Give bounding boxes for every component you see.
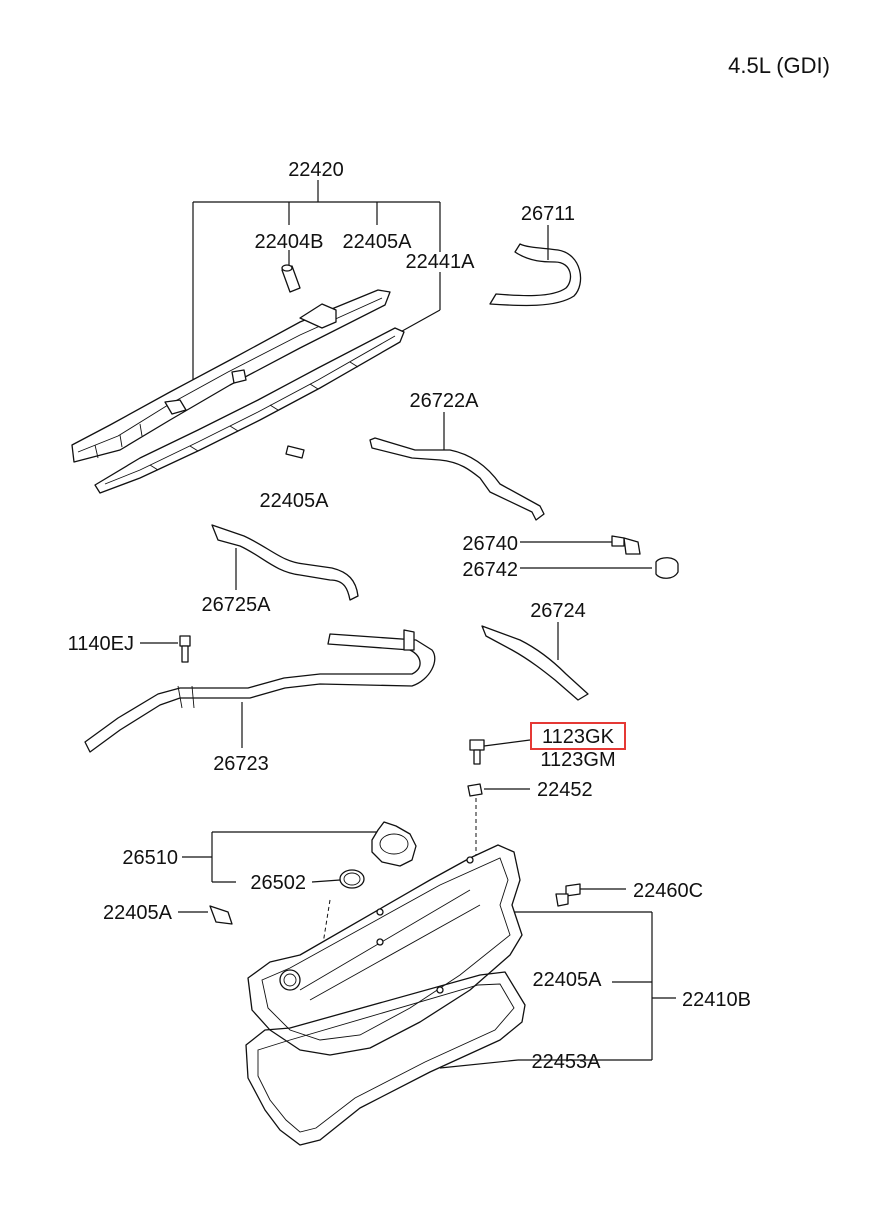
label-22405A-left[interactable]: 22405A <box>103 902 173 924</box>
label-1140EJ[interactable]: 1140EJ <box>68 633 134 655</box>
label-26722A[interactable]: 26722A <box>410 390 480 412</box>
bolt-1140EJ-part <box>140 635 191 663</box>
pin-22405A-left-part <box>178 905 233 925</box>
bolt-1123GK-part <box>469 739 531 765</box>
label-26711[interactable]: 26711 <box>521 203 575 225</box>
label-22441A[interactable]: 22441A <box>406 251 476 273</box>
label-22460C[interactable]: 22460C <box>633 880 703 902</box>
label-22404B[interactable]: 22404B <box>255 231 324 253</box>
label-26502[interactable]: 26502 <box>250 872 306 894</box>
baffle-plate-part <box>94 327 405 494</box>
label-22405A-mid[interactable]: 22405A <box>260 490 330 512</box>
oil-deflector-part <box>71 289 391 463</box>
label-22452[interactable]: 22452 <box>537 779 593 801</box>
leader-lines-22420 <box>192 180 441 380</box>
label-22405A-top[interactable]: 22405A <box>343 231 413 253</box>
label-22405A-right[interactable]: 22405A <box>533 969 603 991</box>
hose-26722A-part <box>369 412 545 521</box>
label-26725A[interactable]: 26725A <box>202 594 272 616</box>
hose-26711-part <box>489 225 582 307</box>
label-1123GK[interactable]: 1123GK <box>542 726 615 748</box>
leader-lines-26510 <box>182 831 378 883</box>
oil-filler-cap-part <box>371 821 417 867</box>
engine-label: 4.5L (GDI) <box>728 53 830 78</box>
leader-lines-22410B <box>439 911 676 1069</box>
label-26724[interactable]: 26724 <box>530 600 586 622</box>
label-26723[interactable]: 26723 <box>213 753 269 775</box>
label-22410B[interactable]: 22410B <box>682 989 751 1011</box>
washer-22452-part <box>467 783 530 855</box>
pin-22405A-mid-part <box>285 445 305 459</box>
label-22420[interactable]: 22420 <box>288 159 344 181</box>
hose-26725A-part <box>211 524 359 601</box>
cap-26742-part <box>520 557 679 579</box>
hose-26724-part <box>481 622 589 701</box>
label-22453A[interactable]: 22453A <box>532 1051 602 1073</box>
label-1123GM[interactable]: 1123GM <box>540 749 615 771</box>
plug-22404B-part <box>281 264 301 293</box>
fitting-26740-part <box>520 535 641 555</box>
label-26510[interactable]: 26510 <box>122 847 178 869</box>
cylinder-head-cover-part <box>247 844 523 1056</box>
label-26742[interactable]: 26742 <box>462 559 518 581</box>
highlight-box-1123GK <box>530 722 626 750</box>
bolt-22460C-part <box>555 883 626 907</box>
label-26740[interactable]: 26740 <box>462 533 518 555</box>
head-cover-gasket-part <box>245 971 526 1146</box>
hose-26723-part <box>84 629 436 753</box>
